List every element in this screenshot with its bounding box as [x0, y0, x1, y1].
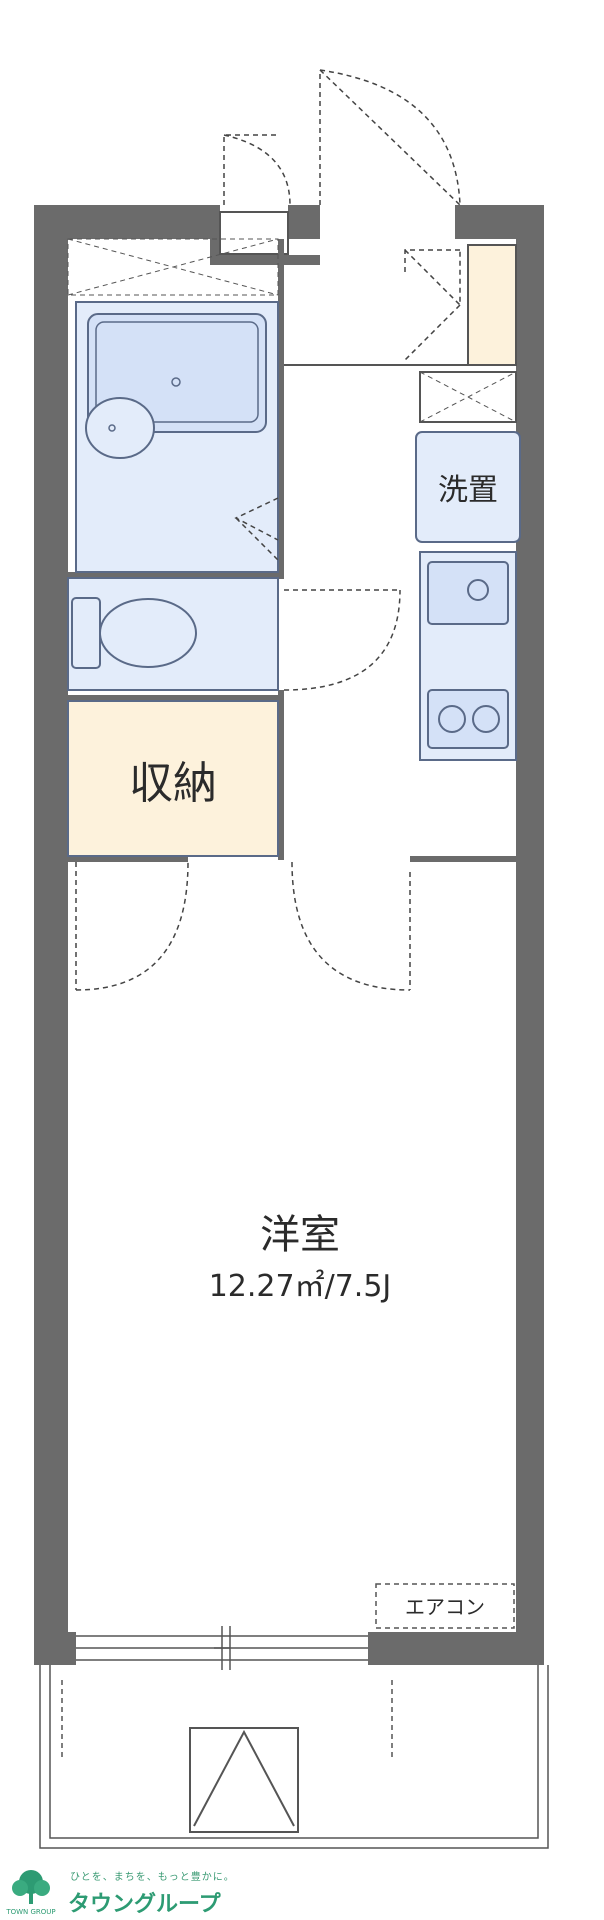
western-room-label: 洋室	[260, 1212, 340, 1258]
toilet-room	[67, 577, 401, 691]
western-room-area: 12.27㎡/7.5J	[209, 1269, 392, 1304]
front-door	[223, 68, 461, 206]
brand-tagline: ひとを、まちを、もっと豊かに。	[70, 1872, 235, 1883]
aircon-label: エアコン	[405, 1595, 485, 1619]
entry-area	[284, 244, 517, 366]
aircon-unit: エアコン	[375, 1583, 515, 1629]
laundry-label: 洗置	[438, 473, 498, 508]
brand-name: タウングループ	[68, 1892, 221, 1917]
laundry-ceiling-box	[419, 371, 517, 423]
western-room-doors	[75, 861, 411, 991]
storage-room: 収納	[67, 700, 279, 857]
entry-porch	[219, 211, 289, 255]
kitchen	[419, 551, 517, 761]
bath-ceiling-box	[67, 238, 279, 296]
brand-footer: TOWN GROUP ひとを、まちを、もっと豊かに。 タウングループ	[0, 1866, 300, 1920]
washer-space: 洗置	[415, 431, 521, 543]
unit-bath	[75, 301, 279, 573]
balcony-window	[76, 1626, 368, 1670]
tree-logo-icon	[12, 1870, 50, 1904]
balcony	[39, 1665, 549, 1849]
western-room: 洋室 12.27㎡/7.5J	[209, 1212, 392, 1304]
interior-walls	[68, 239, 516, 862]
brand-sub: TOWN GROUP	[6, 1908, 56, 1916]
storage-label: 収納	[129, 758, 217, 809]
